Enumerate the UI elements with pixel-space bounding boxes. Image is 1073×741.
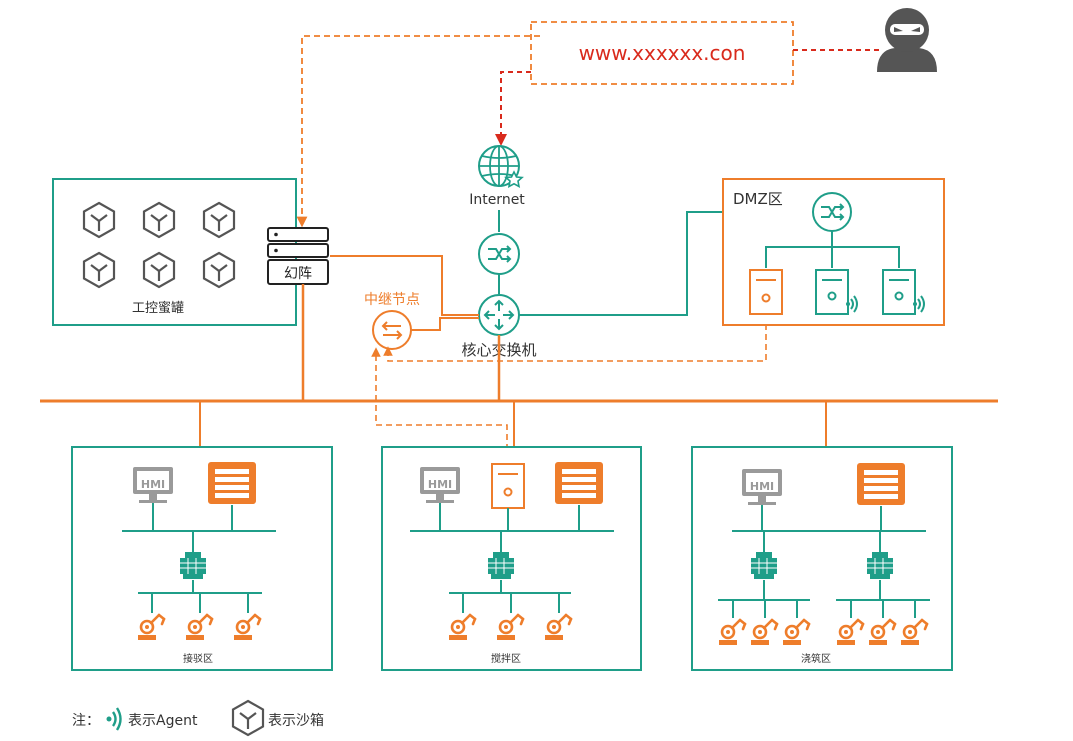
dmz-server-agent-icon bbox=[815, 269, 849, 315]
relay-swap-icon bbox=[372, 310, 412, 350]
server-list-icon bbox=[208, 462, 256, 504]
attacker-url: www.xxxxxx.con bbox=[579, 41, 746, 65]
zone-label: 搅拌区 bbox=[491, 652, 521, 665]
attack-path bbox=[495, 71, 531, 146]
honeypot-box bbox=[52, 178, 297, 326]
legend: 注： 表示Agent 表示沙箱 bbox=[72, 699, 324, 737]
attacker-url-box: www.xxxxxx.con bbox=[530, 21, 794, 85]
internet-label: Internet bbox=[469, 192, 525, 208]
dmz-label: DMZ区 bbox=[733, 190, 783, 208]
redirect-path bbox=[296, 35, 540, 228]
dmz-server-icon bbox=[749, 269, 783, 315]
relay-label: 中继节点 bbox=[364, 292, 420, 308]
switch-icon bbox=[478, 233, 520, 275]
legend-sandbox-label: 表示沙箱 bbox=[268, 713, 324, 729]
server-list-icon bbox=[857, 463, 905, 505]
zone-mixing: HMI 搅拌区 bbox=[381, 446, 642, 671]
legend-prefix: 注： bbox=[72, 713, 100, 729]
globe-icon bbox=[478, 145, 524, 188]
legend-agent-label: 表示Agent bbox=[128, 713, 198, 729]
zone-label: 浇筑区 bbox=[801, 652, 831, 665]
agent-wave-icon bbox=[106, 707, 122, 731]
zone-to-relay-path bbox=[371, 347, 508, 460]
zone-casting: HMI 浇筑区 bbox=[691, 446, 953, 671]
relay-host-server-icon bbox=[491, 463, 525, 509]
dmz-switch-icon bbox=[812, 192, 852, 232]
hmi-label: HMI bbox=[141, 478, 165, 491]
sandbox-icon bbox=[231, 699, 265, 737]
dmz-server-agent-icon bbox=[882, 269, 916, 315]
honeypot-label: 工控蜜罐 bbox=[132, 301, 184, 316]
phantom-label: 幻阵 bbox=[284, 266, 312, 282]
dmz-to-relay-path bbox=[383, 314, 767, 362]
router-icon bbox=[478, 294, 520, 336]
hacker-icon bbox=[877, 8, 937, 72]
server-list-icon bbox=[555, 462, 603, 504]
hmi-label: HMI bbox=[428, 478, 452, 491]
zone-docking: HMI 接驳区 bbox=[71, 446, 333, 671]
hmi-label: HMI bbox=[750, 480, 774, 493]
server-rack-icon bbox=[267, 227, 329, 285]
zone-label: 接驳区 bbox=[183, 652, 213, 665]
